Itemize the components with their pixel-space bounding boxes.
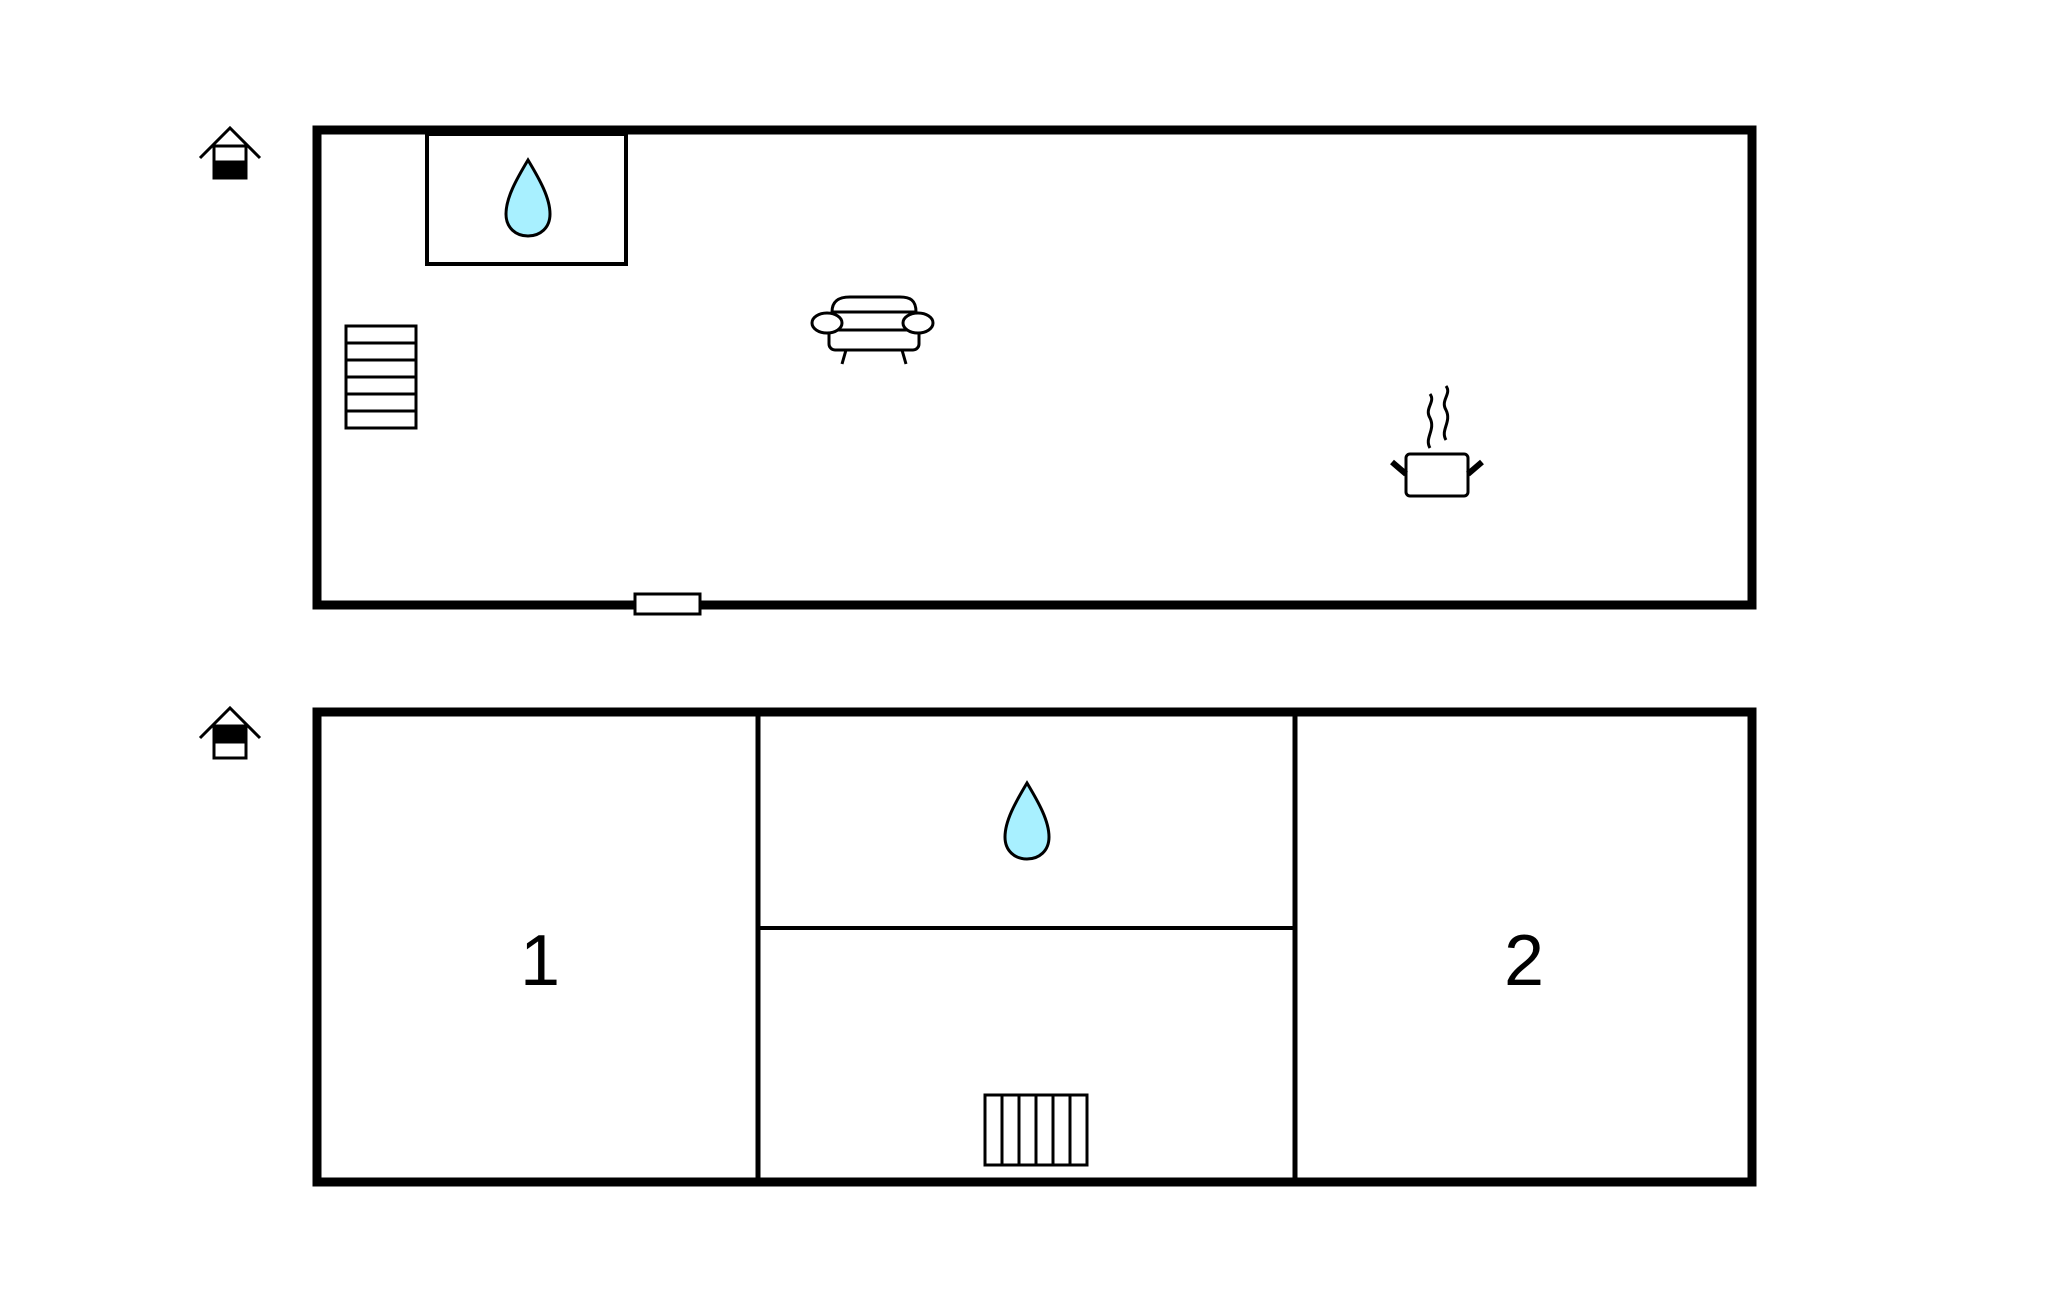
ground-floor-outer-wall — [312, 125, 1757, 610]
upper-floor-outer-wall — [312, 707, 1757, 1187]
ground-floor — [198, 125, 1757, 616]
house-ground-floor-icon — [198, 125, 262, 180]
living-room-sofa-icon — [810, 295, 935, 365]
ground-floor-bathroom — [425, 132, 628, 266]
upper-floor: 1 2 — [198, 705, 1757, 1187]
staircase-icon — [983, 1093, 1089, 1167]
kitchen-cooking-pot-icon — [1390, 385, 1484, 498]
room-label-bedroom-2: 2 — [1504, 921, 1544, 1001]
staircase-icon — [344, 324, 418, 430]
house-upper-floor-icon — [198, 705, 262, 760]
front-door — [633, 592, 702, 616]
bathroom-water-drop-icon — [504, 157, 552, 238]
bathroom-water-drop-icon — [1003, 780, 1051, 861]
room-label-bedroom-1: 1 — [520, 921, 560, 1001]
